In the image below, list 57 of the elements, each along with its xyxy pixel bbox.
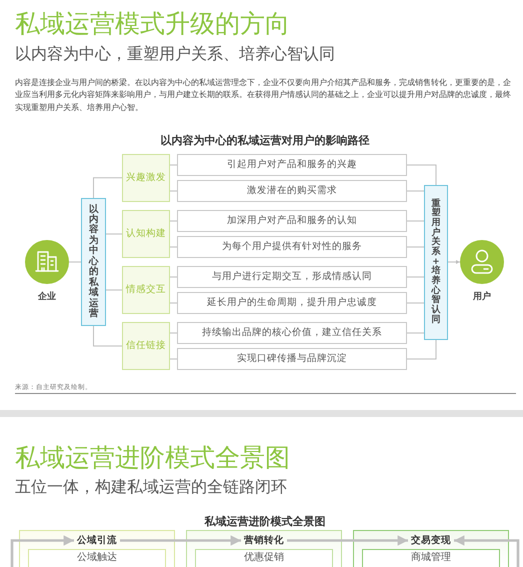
connector-line <box>406 340 436 360</box>
connector-line <box>406 276 424 278</box>
stage-box: 认知构建 <box>122 210 170 258</box>
connector-line <box>170 164 178 166</box>
step-box: 延长用户的生命周期，提升用户忠诚度 <box>177 292 407 314</box>
stage-panel <box>353 530 509 567</box>
label-panel <box>81 198 106 326</box>
stage-heading: 交易变现 <box>408 534 454 547</box>
connector-line <box>93 177 122 198</box>
vertical-label: 重塑用户关系+培养心智认同 <box>432 200 440 326</box>
slide-title: 私域运营进阶模式全景图 <box>15 442 290 472</box>
arrow <box>287 535 408 546</box>
connector-line <box>170 276 178 278</box>
connector-line <box>406 190 424 192</box>
stage-box: 信任链接 <box>122 322 170 370</box>
step-box: 加深用户对产品和服务的认知 <box>177 210 407 232</box>
connector-line <box>406 302 424 304</box>
chart-title: 以内容为中心的私域运营对用户的影响路径 <box>160 134 370 147</box>
step-box: 引起用户对产品和服务的兴趣 <box>177 154 407 176</box>
connector-line <box>170 302 178 304</box>
stage-box: 情感交互 <box>122 266 170 314</box>
connector-line <box>170 246 178 248</box>
step-box: 优惠促销 <box>195 549 333 567</box>
connector-line <box>93 326 122 346</box>
connector-line <box>170 358 178 360</box>
arrow <box>454 535 520 567</box>
stage-heading: 公域引流 <box>74 534 120 547</box>
chart-title: 私域运营进阶模式全景图 <box>204 514 326 528</box>
connector-line <box>170 332 178 334</box>
step-box: 实现口碑传播与品牌沉淀 <box>177 348 407 370</box>
arrow <box>120 535 241 546</box>
connector-line <box>406 332 424 334</box>
stage-panel <box>186 530 342 567</box>
step-box: 商城管理 <box>362 549 500 567</box>
stage-heading: 营销转化 <box>241 534 287 547</box>
stage-box: 兴趣激发 <box>122 154 170 202</box>
node-label: 企业 <box>38 292 56 303</box>
step-box: 持续输出品牌的核心价值，建立信任关系 <box>177 322 407 344</box>
label-panel <box>424 185 448 340</box>
arrow <box>10 535 74 567</box>
slide-title: 私域运营模式升级的方向 <box>15 9 290 39</box>
slide-subtitle: 以内容为中心，重塑用户关系、培养心智认同 <box>15 44 335 63</box>
step-box: 与用户进行定期交互，形成情感认同 <box>177 266 407 288</box>
vertical-label: 以内容为中心的私域运营 <box>88 204 98 320</box>
step-box: 为每个用户提供有针对性的服务 <box>177 236 407 258</box>
step-box: 公域触达 <box>28 549 166 567</box>
connector-line <box>170 220 178 222</box>
connector-line <box>406 220 424 222</box>
connector-line <box>406 164 436 186</box>
stage-panel <box>19 530 175 567</box>
connector-line <box>170 190 178 192</box>
arrow <box>448 260 460 264</box>
connector-line <box>406 246 424 248</box>
intro-paragraph: 内容是连接企业与用户间的桥梁。在以内容为中心的私域运营理念下，企业不仅要向用户介绍其产品和服务，完成销售转化，更重要的是，企业应当利用多元化内容矩阵来影响用户，与用户建立长期的联系。在获得用户情感认同的基础之上，企业可以提升用户对品牌的忠诚度，最终实现重塑用户关系、培养用户心智。 <box>15 76 512 114</box>
node-label: 用户 <box>473 292 491 303</box>
step-box: 激发潜在的购买需求 <box>177 180 407 202</box>
slide-subtitle: 五位一体，构建私域运营的全链路闭环 <box>15 477 287 496</box>
